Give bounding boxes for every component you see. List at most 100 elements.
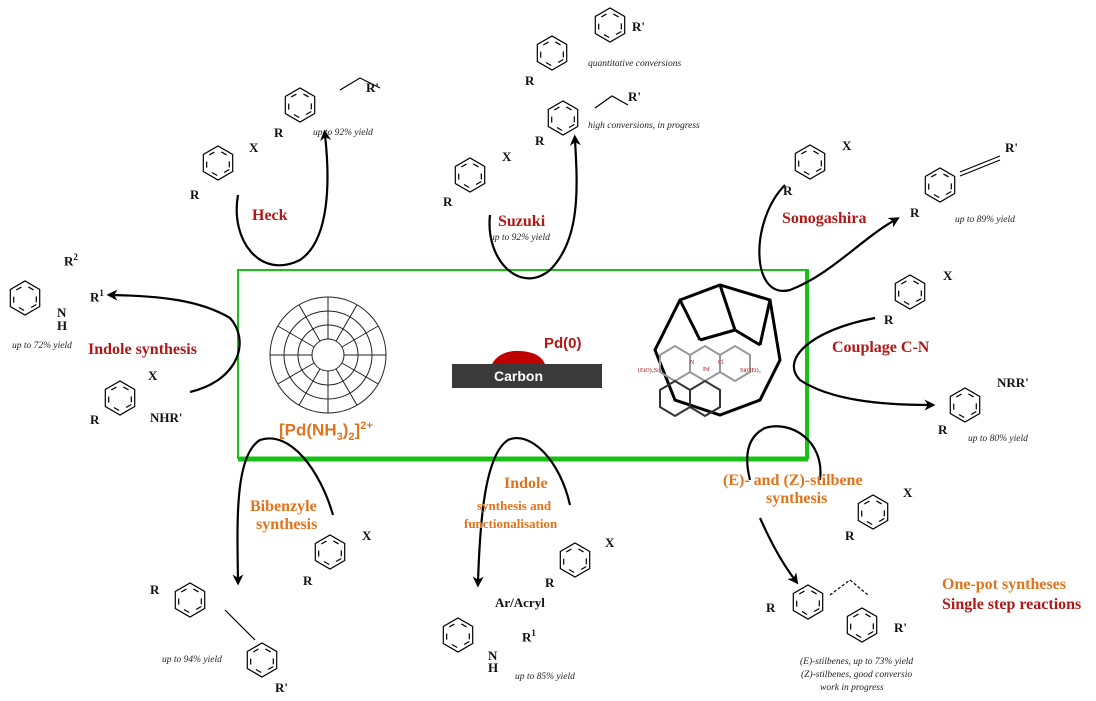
cn-r: R (884, 312, 894, 327)
suzuki-vinyl-bond (594, 95, 629, 109)
sono-x: X (842, 138, 852, 153)
mesoporous-silica-icon (653, 283, 782, 417)
indole-x: X (148, 368, 158, 383)
heck-label: Heck (252, 207, 288, 224)
suzuki-label: Suzuki (498, 213, 546, 230)
heck-prod-rp: R' (366, 80, 379, 95)
zeolite-spoke (277, 325, 315, 348)
indole-h: H (57, 318, 68, 333)
ifunc-aracryl: Ar/Acryl (495, 595, 545, 610)
sonogashira-arrow (758, 184, 900, 292)
ifunc-r: R (545, 575, 555, 590)
ifunc-sm-ring-icon (559, 542, 591, 578)
indole-nhr: NHR' (150, 410, 183, 425)
footer-line-1: One-pot syntheses (942, 576, 1067, 593)
zeolite-spoke (298, 368, 321, 406)
heck-x: X (249, 140, 259, 155)
n-label: N (690, 360, 695, 366)
suzuki-r: R (443, 194, 453, 209)
zeolite-spoke (335, 304, 358, 342)
zeolite-spoke (341, 325, 379, 348)
indole-r: R (90, 412, 100, 427)
ethylene-bridge (224, 609, 256, 641)
zeolite-spoke (341, 362, 379, 385)
stilbene-label-1: (E)- and (Z)-stilbene (723, 472, 863, 489)
suzuki-styrene-note: high conversions, in progress (588, 121, 700, 131)
indole-prod-ring-icon (9, 280, 41, 316)
heck-r: R (190, 187, 200, 202)
heck-arrow (235, 129, 332, 267)
ifunc-prod-ring-icon (442, 617, 474, 653)
zeolite-spoke (277, 362, 315, 385)
cn-nrr: NRR' (997, 375, 1029, 390)
heck-sm-ring-icon (202, 145, 234, 181)
zeolite-spoke (298, 304, 321, 342)
biaryl-ring-1-icon (536, 35, 568, 71)
suzuki-biaryl-note: quantitative conversions (588, 59, 682, 69)
indole-r2: R2 (64, 252, 78, 269)
bib-prod-ring-1-icon (174, 582, 206, 618)
bib-x: X (362, 528, 372, 543)
indole-func-arrow (472, 437, 572, 588)
ifunc-x: X (605, 535, 615, 550)
heck-prod-r: R (274, 125, 284, 140)
zeolite-framework-icon (269, 296, 387, 414)
sono-sm-ring-icon (794, 144, 826, 180)
biaryl-ring-2-icon (594, 7, 626, 43)
stil-x: X (903, 485, 913, 500)
indole-func-label-3: functionalisation (464, 516, 558, 531)
suzuki-sm-ring-icon (454, 157, 486, 193)
pd-nanoparticle (492, 350, 545, 364)
suzuki-yield: up to 92% yield (490, 233, 550, 243)
cn-prod-r: R (938, 422, 948, 437)
indole-func-label-2: synthesis and (477, 498, 552, 513)
stilbene-bridge (829, 579, 869, 596)
bibenzyle-label-1: Bibenzyle (250, 498, 317, 515)
carbon-label: Carbon (494, 368, 543, 384)
stil-sm-ring-icon (857, 494, 889, 530)
suzuki-arrow (488, 134, 581, 280)
indole-sm-ring-icon (104, 380, 136, 416)
heck-yield: up to 92% yield (313, 128, 373, 138)
bib-prod-ring-2-icon (246, 642, 278, 678)
indole-synthesis-label: Indole synthesis (88, 341, 197, 358)
zeolite-catalyst-label: [Pd(NH3)2]2+ (279, 420, 373, 444)
silane-left-label: (EtO)₃Si (638, 368, 659, 374)
sono-prod-rp: R' (1005, 140, 1018, 155)
indole-synthesis-yield: up to 72% yield (12, 341, 72, 351)
stilbene-label-2: synthesis (766, 490, 828, 507)
bib-r: R (303, 573, 313, 588)
cl-label: Cl (718, 360, 724, 366)
stil-prod-ring-1-icon (792, 584, 824, 620)
stil-prod-r: R (766, 600, 776, 615)
stilbene-note-1: (E)-stilbenes, up to 73% yield (800, 657, 914, 667)
zeolite-spoke (335, 368, 358, 406)
ifunc-r1: R1 (522, 628, 536, 645)
bib-prod-rp: R' (275, 680, 288, 695)
bib-prod-r: R (150, 582, 160, 597)
indole-func-label-1: Indole (504, 475, 548, 492)
styrene-r: R (535, 133, 545, 148)
stil-r: R (845, 528, 855, 543)
stilbene-note-3: work in progress (820, 683, 884, 693)
stil-prod-rp: R' (894, 620, 907, 635)
biaryl-r: R (525, 73, 535, 88)
bibenzyle-label-2: synthesis (256, 516, 318, 533)
pd-center-label: Pd (703, 367, 710, 373)
stilbene-arrow-top (746, 425, 822, 481)
styrene-ring-icon (547, 100, 579, 136)
coupling-cn-arrow (792, 316, 936, 411)
cn-prod-ring-icon (949, 387, 981, 423)
bib-sm-ring-icon (314, 534, 346, 570)
cn-x: X (943, 268, 953, 283)
stil-prod-ring-2-icon (846, 607, 878, 643)
alkyne-bond (959, 155, 1001, 177)
heck-prod-ring-icon (284, 87, 316, 123)
stilbene-arrow (758, 517, 799, 585)
biaryl-rp: R' (632, 19, 645, 34)
indole-r1: R1 (90, 288, 104, 305)
sono-prod-r: R (910, 205, 920, 220)
silica-pores-icon (659, 344, 751, 418)
sono-prod-ring-icon (924, 167, 956, 203)
sonogashira-label: Sonogashira (782, 210, 867, 227)
